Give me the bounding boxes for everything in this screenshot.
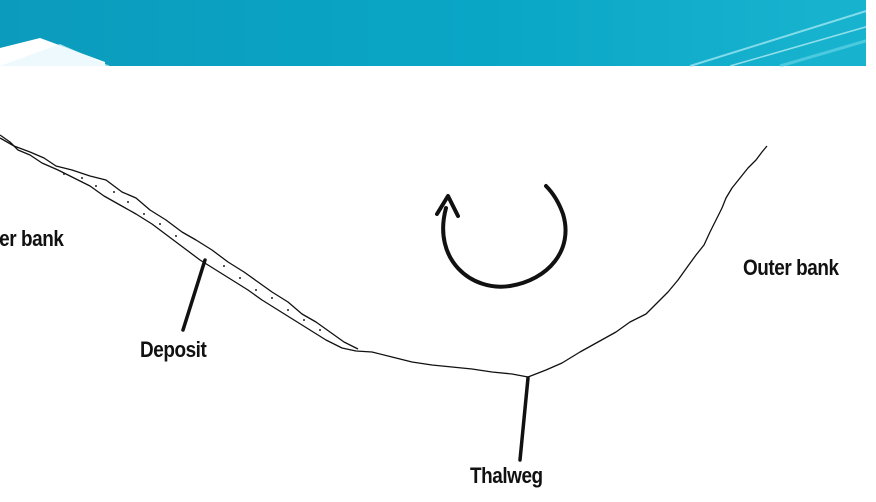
thalweg-label: Thalweg xyxy=(470,463,543,489)
circulation-arrow-arc xyxy=(443,186,565,287)
deposit-label: Deposit xyxy=(140,337,206,363)
inner-bank-label: ner bank xyxy=(0,226,63,252)
deposit-pointer-line xyxy=(183,260,205,330)
circulation-arrowhead xyxy=(437,196,458,216)
deposit-sediment-dots xyxy=(63,173,321,331)
thalweg-pointer-line xyxy=(520,378,528,460)
outer-bank-label: Outer bank xyxy=(743,255,839,281)
channel-bed-outline xyxy=(0,135,767,377)
